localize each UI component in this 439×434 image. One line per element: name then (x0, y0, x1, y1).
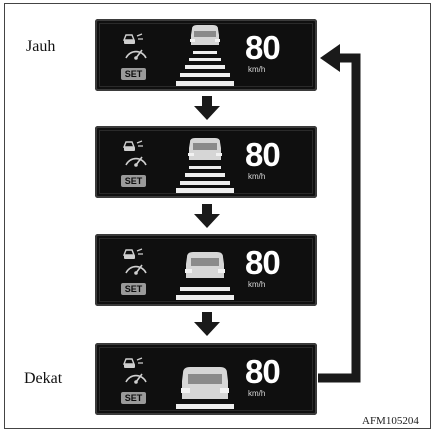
distance-road-icon (176, 25, 234, 86)
set-badge: SET (121, 175, 146, 187)
speed-unit: km/h (248, 389, 266, 398)
set-speed-value: 80 (245, 244, 281, 281)
speed-unit: km/h (248, 65, 266, 74)
down-arrow (194, 312, 220, 336)
cluster-display-level-2: SET 80 km/h (95, 234, 317, 306)
figure-code: AFM105204 (362, 415, 419, 427)
cruise-control-icon (123, 248, 147, 275)
speed-unit: km/h (248, 172, 266, 181)
set-speed-value: 80 (245, 353, 281, 390)
set-speed-value: 80 (245, 136, 281, 173)
cruise-control-icon (123, 357, 147, 384)
far-label: Jauh (26, 38, 56, 55)
near-label: Dekat (24, 370, 63, 387)
set-badge: SET (121, 392, 146, 404)
figure-frame (4, 3, 431, 429)
distance-road-icon (176, 252, 234, 300)
distance-road-icon (176, 367, 234, 409)
cruise-control-icon (123, 140, 147, 167)
set-speed-value: 80 (245, 29, 281, 66)
cruise-control-icon (123, 33, 147, 60)
set-badge: SET (121, 283, 146, 295)
down-arrow (194, 204, 220, 228)
cluster-display-far: SET 80 km/h (95, 19, 317, 91)
speed-unit: km/h (248, 280, 266, 289)
distance-road-icon (176, 138, 234, 193)
return-arrow (318, 44, 361, 383)
down-arrow (194, 96, 220, 120)
cluster-display-level-3: SET 80 km/h (95, 126, 317, 198)
set-badge: SET (121, 68, 146, 80)
cluster-display-near: SET 80 km/h (95, 343, 317, 415)
